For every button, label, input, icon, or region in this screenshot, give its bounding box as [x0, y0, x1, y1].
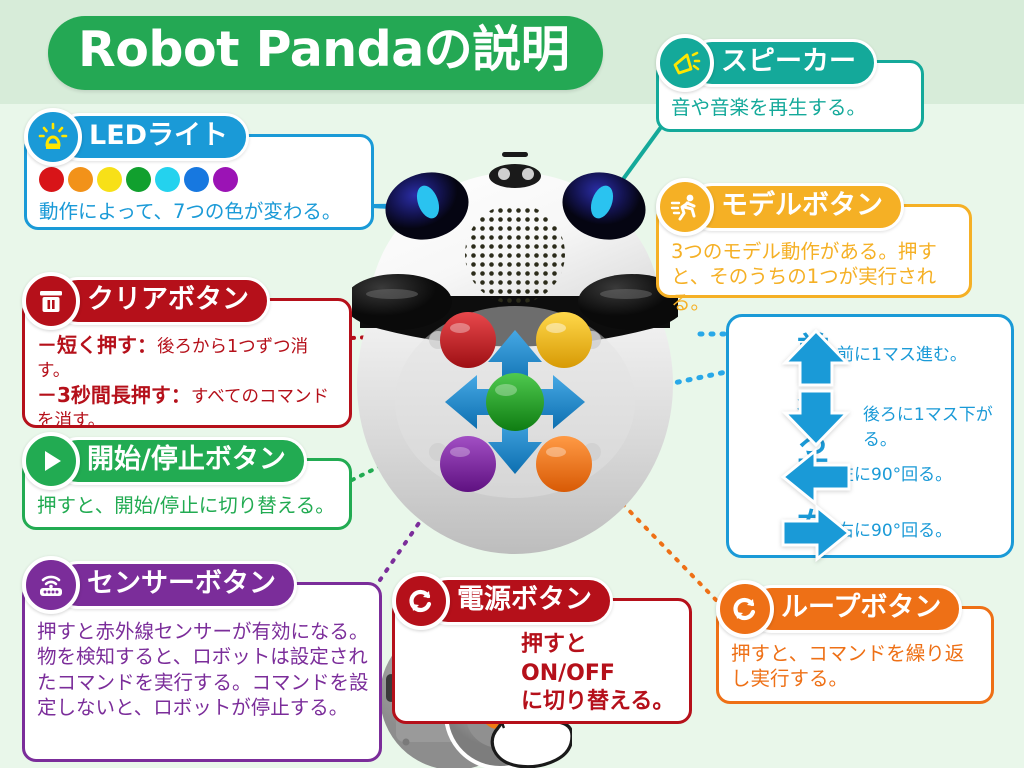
robot-clear-button: [440, 312, 496, 368]
trash-can-icon: [22, 272, 80, 330]
arrow-right-icon: [781, 503, 852, 563]
clear-line-2: －3秒間長押す：すべてのコマンド: [37, 383, 339, 409]
robot-panda-photo: [344, 134, 686, 564]
robot-model-button: [536, 312, 592, 368]
play-triangle-icon: [22, 432, 80, 490]
direction-row-forward: 前 前に1マス進む。: [781, 329, 967, 387]
card-sensor-button-body: 押すと赤外線センサーが有効になる。物を検知すると、ロボットは設定されたコマンドを…: [22, 582, 382, 762]
robot-arrow-down: [488, 416, 542, 474]
card-clear-button-label: クリアボタン: [54, 276, 270, 326]
arrow-left-icon: [780, 447, 851, 507]
led-swatch-orange: [68, 167, 93, 192]
card-speaker-label: スピーカー: [688, 38, 877, 88]
card-start-stop-text: 押すと、開始/停止に切り替える。: [37, 494, 335, 517]
running-person-icon: [656, 178, 714, 236]
card-start-stop-label: 開始/停止ボタン: [54, 436, 307, 486]
direction-row-left: 左 左に90°回る。: [780, 447, 953, 507]
loop-arrows-icon: [716, 580, 774, 638]
card-power-text-line1: 押すとON/OFF: [521, 632, 615, 686]
card-model-button-text: 3つのモデル動作がある。押すと、そのうちの1つが実行される。: [671, 240, 937, 314]
megaphone-icon: [656, 34, 714, 92]
robot-loop-button: [536, 436, 592, 492]
card-start-stop-header: 開始/停止ボタン: [22, 432, 307, 490]
card-power-button-header: 電源ボタン: [392, 572, 613, 630]
led-color-swatches: [39, 167, 361, 192]
card-led-light-header: LEDライト: [24, 108, 250, 166]
card-sensor-button-label: センサーボタン: [54, 560, 297, 610]
direction-back-desc: 後ろに1マス下がる。: [862, 405, 993, 450]
direction-right-desc: 右に90°回る。: [837, 521, 953, 541]
card-clear-button-header: クリアボタン: [22, 272, 270, 330]
card-loop-button-header: ループボタン: [716, 580, 963, 638]
card-power-button-label: 電源ボタン: [424, 576, 613, 626]
card-model-button-label: モデルボタン: [688, 182, 904, 232]
robot-start-stop-button: [486, 373, 544, 431]
wifi-sensor-icon: [22, 556, 80, 614]
direction-row-back: 後ろ 後ろに1マス下がる。: [781, 389, 1011, 457]
card-led-light-body: 動作によって、7つの色が変わる。: [24, 134, 374, 230]
card-loop-button-text: 押すと、コマンドを繰り返し実行する。: [731, 642, 965, 691]
card-power-text-line2: に切り替える。: [521, 689, 675, 715]
robot-arrow-right: [527, 375, 585, 429]
clear-line-1-bold: －短く押す：: [37, 333, 157, 357]
clear-line-3: を消す。: [37, 409, 339, 433]
arrow-up-icon: [781, 329, 851, 387]
led-swatch-blue: [184, 167, 209, 192]
arrow-down-icon: [781, 389, 851, 447]
card-led-light-text: 動作によって、7つの色が変わる。: [39, 200, 342, 223]
clear-line-1-rest: 後ろから1つずつ消す。: [37, 337, 309, 381]
led-swatch-yellow: [97, 167, 122, 192]
direction-left-desc: 左に90°回る。: [837, 465, 953, 485]
card-speaker-text: 音や音楽を再生する。: [671, 96, 867, 119]
card-loop-button-label: ループボタン: [748, 584, 963, 634]
robot-arrow-left: [445, 375, 503, 429]
beacon-light-icon: [24, 108, 82, 166]
led-swatch-green: [126, 167, 151, 192]
card-sensor-button-text: 押すと赤外線センサーが有効になる。物を検知すると、ロボットは設定されたコマンドを…: [37, 620, 369, 720]
led-swatch-red: [39, 167, 64, 192]
clear-line-1: －短く押す：後ろから1つずつ消す。: [37, 333, 339, 383]
clear-line-2-rest: すべてのコマンド: [190, 386, 329, 407]
direction-commands-panel: 前 前に1マス進む。 後ろ 後ろに1マス下がる。 左 左に90°回る。 右 右に…: [726, 314, 1014, 563]
direction-forward-desc: 前に1マス進む。: [837, 345, 967, 365]
card-model-button-header: モデルボタン: [656, 178, 904, 236]
robot-arrow-up: [488, 330, 542, 388]
direction-row-right: 右 右に90°回る。: [781, 503, 953, 563]
page-title: Robot Pandaの説明: [48, 16, 604, 91]
card-speaker-header: スピーカー: [656, 34, 877, 92]
card-led-light-label: LEDライト: [56, 112, 250, 162]
card-sensor-button-header: センサーボタン: [22, 556, 297, 614]
power-loop-icon: [392, 572, 450, 630]
robot-sensor-button: [440, 436, 496, 492]
clear-line-2-bold: －3秒間長押す：: [37, 382, 191, 407]
led-swatch-cyan: [155, 167, 180, 192]
clear-line-3-text: を消す。: [37, 410, 106, 431]
led-swatch-purple: [213, 167, 238, 192]
